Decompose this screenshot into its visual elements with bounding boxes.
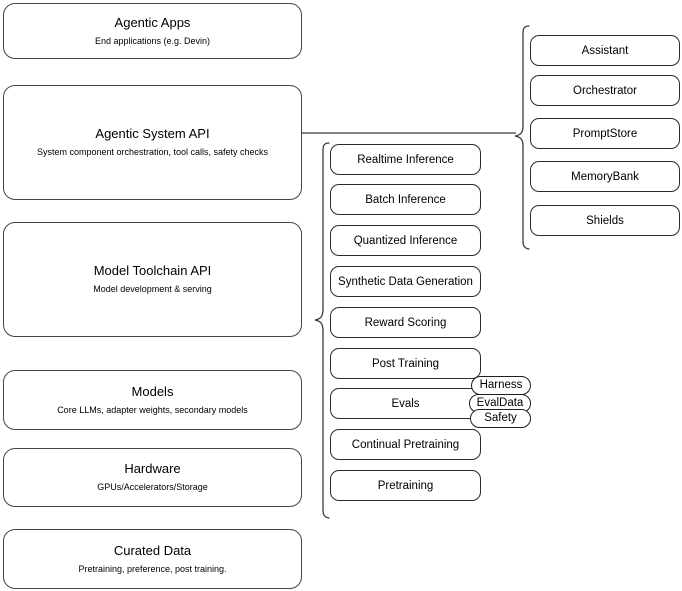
component-box-orchestrator[interactable]: Orchestrator [530,75,680,106]
layer-title: Model Toolchain API [93,263,212,278]
component-label: MemoryBank [571,170,639,183]
component-label: Assistant [581,44,629,57]
eval-tag-safety[interactable]: Safety [470,409,531,428]
layer-box-curated-data[interactable]: Curated Data Pretraining, preference, po… [3,529,302,589]
capability-box-realtime-inference[interactable]: Realtime Inference [330,144,481,175]
capability-label: Quantized Inference [353,234,458,247]
layer-title: Agentic System API [95,126,210,141]
layer-box-agentic-apps[interactable]: Agentic Apps End applications (e.g. Devi… [3,3,302,59]
layer-subtitle: End applications (e.g. Devin) [94,35,211,46]
eval-tag-label: EvalData [476,397,524,409]
layer-title: Models [131,383,174,399]
layer-subtitle: Core LLMs, adapter weights, secondary mo… [57,404,248,415]
layer-title: Hardware [124,461,181,476]
layer-subtitle: GPUs/Accelerators/Storage [97,482,208,492]
brace-model-toolchain [313,141,331,521]
layer-box-hardware[interactable]: Hardware GPUs/Accelerators/Storage [3,448,302,507]
capability-label: Reward Scoring [364,316,447,329]
capability-box-pretraining[interactable]: Pretraining [330,470,481,501]
capability-label: Pretraining [377,479,434,492]
component-label: Shields [586,214,624,227]
eval-tag-harness[interactable]: Harness [471,376,531,395]
layer-box-model-toolchain-api[interactable]: Model Toolchain API Model development & … [3,222,302,337]
capability-box-quantized-inference[interactable]: Quantized Inference [330,225,481,256]
component-label: PromptStore [572,127,638,140]
capability-box-continual-pretraining[interactable]: Continual Pretraining [330,429,481,460]
layer-subtitle: System component orchestration, tool cal… [36,147,269,157]
capability-label: Synthetic Data Generation [338,275,473,288]
capability-label: Batch Inference [365,193,446,206]
capability-box-reward-scoring[interactable]: Reward Scoring [330,307,481,338]
layer-title: Curated Data [113,542,192,558]
layer-box-models[interactable]: Models Core LLMs, adapter weights, secon… [3,370,302,430]
component-box-promptstore[interactable]: PromptStore [530,118,680,149]
layer-title: Agentic Apps [114,14,191,30]
component-box-shields[interactable]: Shields [530,205,680,236]
capability-box-synthetic-data-generation[interactable]: Synthetic Data Generation [330,266,481,297]
component-label: Orchestrator [573,84,637,97]
capability-box-batch-inference[interactable]: Batch Inference [330,184,481,215]
layer-box-agentic-system-api[interactable]: Agentic System API System component orch… [3,85,302,200]
capability-label: Continual Pretraining [351,438,460,451]
capability-label: Post Training [371,357,440,370]
connector-agentic-system-to-components [302,128,518,138]
component-box-assistant[interactable]: Assistant [530,35,680,66]
capability-box-post-training[interactable]: Post Training [330,348,481,379]
capability-label: Evals [391,397,420,410]
component-box-memorybank[interactable]: MemoryBank [530,161,680,192]
layer-subtitle: Pretraining, preference, post training. [78,563,227,574]
capability-box-evals[interactable]: Evals [330,388,481,419]
eval-tag-label: Safety [484,412,517,424]
layer-subtitle: Model development & serving [93,284,212,294]
brace-agentic-components [513,24,531,252]
capability-label: Realtime Inference [357,153,454,166]
eval-tag-label: Harness [479,379,523,391]
